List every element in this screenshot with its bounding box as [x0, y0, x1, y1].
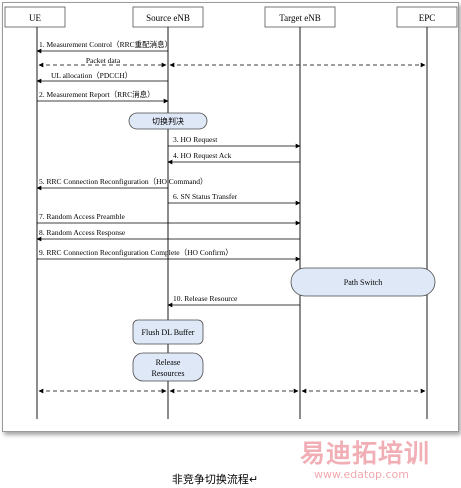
message-1-label: 1. Measurement Control（RRC重配消息）: [39, 39, 172, 49]
message-8: 8. Random Access Response: [36, 228, 300, 242]
message-ul-allocation-label: UL allocation（PDCCH）: [51, 71, 132, 80]
process-handover-decision-label: 切换判决: [152, 116, 184, 126]
watermark-brand: 易迪拓培训: [300, 439, 431, 468]
process-flush-dl-buffer-label: Flush DL Buffer: [142, 328, 195, 337]
process-flush-dl-buffer: Flush DL Buffer: [132, 319, 204, 345]
entity-target-enb-label: Target eNB: [279, 13, 320, 23]
message-10-label: 10. Release Resource: [173, 294, 238, 303]
message-7-label: 7. Random Access Preamble: [39, 212, 125, 221]
diagram-frame: UE Source eNB Target eNB EPC 1. Measurem…: [2, 2, 459, 432]
message-4: 4. HO Request Ack: [167, 151, 300, 165]
message-6: 6. SN Status Transfer: [168, 192, 301, 206]
message-9-label: 9. RRC Connection Reconfiguration Comple…: [39, 248, 233, 257]
message-4-label: 4. HO Request Ack: [173, 151, 232, 160]
sequence-diagram: UE Source eNB Target eNB EPC 1. Measurem…: [4, 6, 458, 419]
entity-source-enb-label: Source eNB: [146, 13, 190, 23]
message-5-label: 5. RRC Connection Reconfiguration（HO Com…: [39, 177, 208, 186]
message-2: 2. Measurement Report（RRC消息）: [37, 89, 169, 104]
entity-ue-label: UE: [29, 13, 41, 23]
message-5: 5. RRC Connection Reconfiguration（HO Com…: [36, 177, 208, 191]
entity-epc-label: EPC: [419, 13, 436, 23]
watermark-logo: 易迪拓培训 www.edatop.com: [300, 434, 460, 486]
message-ul-allocation: UL allocation（PDCCH）: [36, 71, 168, 84]
watermark-url: www.edatop.com: [314, 468, 409, 481]
figure-caption: 非竞争切换流程↵: [171, 473, 259, 486]
message-packet-data-label: Packet data: [86, 56, 121, 65]
message-3: 3. HO Request: [168, 135, 301, 149]
message-packet-data: Packet data: [38, 56, 167, 68]
entity-source-enb: Source eNB: [132, 6, 204, 28]
message-10: 10. Release Resource: [167, 294, 300, 308]
entity-ue: UE: [4, 6, 66, 28]
process-path-switch: Path Switch: [290, 267, 436, 297]
process-handover-decision: 切换判决: [128, 112, 208, 130]
process-path-switch-label: Path Switch: [344, 278, 382, 287]
message-8-label: 8. Random Access Response: [39, 228, 126, 237]
message-6-label: 6. SN Status Transfer: [173, 192, 238, 201]
message-9: 9. RRC Connection Reconfiguration Comple…: [37, 248, 301, 262]
message-2-label: 2. Measurement Report（RRC消息）: [39, 89, 155, 99]
message-3-label: 3. HO Request: [173, 135, 218, 144]
message-1: 1. Measurement Control（RRC重配消息）: [36, 39, 172, 54]
entity-epc: EPC: [396, 6, 458, 28]
message-7: 7. Random Access Preamble: [37, 212, 301, 226]
entity-target-enb: Target eNB: [264, 6, 336, 28]
